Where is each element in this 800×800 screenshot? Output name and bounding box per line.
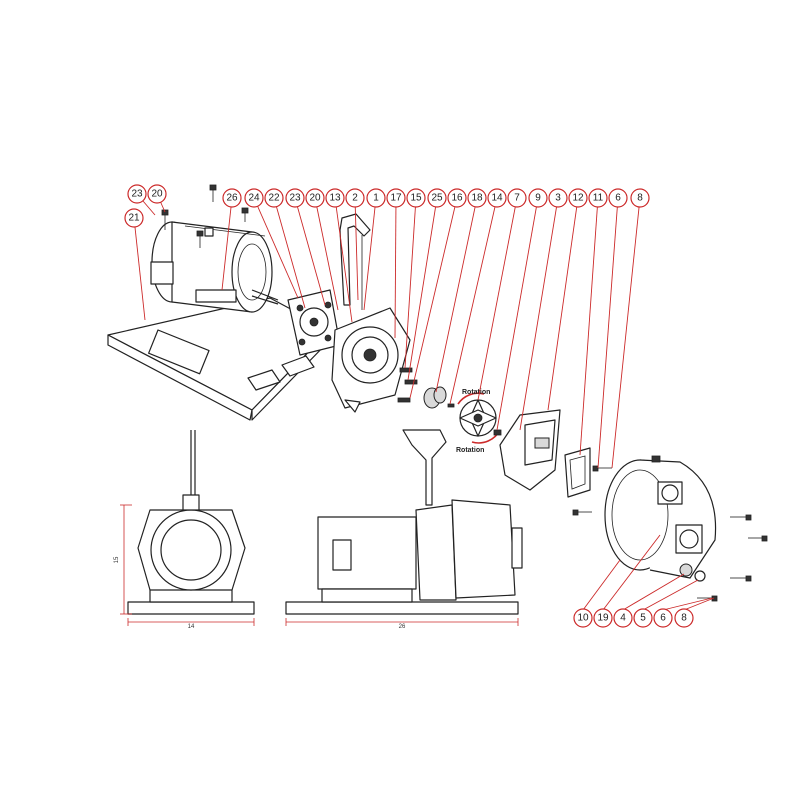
rotation-label-bottom: Rotation — [456, 447, 484, 454]
svg-text:17: 17 — [390, 193, 402, 204]
casing-bolts — [572, 465, 768, 602]
svg-text:19: 19 — [597, 613, 609, 624]
impeller: Rotation Rotation — [456, 389, 502, 454]
side-view-dimensions: 15 14 — [114, 504, 255, 630]
svg-text:4: 4 — [620, 613, 626, 624]
svg-text:20: 20 — [309, 193, 321, 204]
svg-text:13: 13 — [329, 193, 341, 204]
callout-11: 11 — [588, 188, 608, 208]
callout-10: 10 — [573, 608, 593, 628]
svg-text:2: 2 — [352, 193, 358, 204]
rotation-label-top: Rotation — [462, 389, 490, 396]
drain-plug — [679, 563, 706, 582]
callout-7: 7 — [507, 188, 527, 208]
callout-2: 2 — [345, 188, 365, 208]
svg-text:5: 5 — [640, 613, 646, 624]
callout-24: 24 — [244, 188, 264, 208]
svg-text:22: 22 — [268, 193, 280, 204]
callouts-top: 23 20 21 26 24 22 23 20 13 2 1 17 15 25 … — [124, 184, 650, 228]
callout-1: 1 — [366, 188, 386, 208]
svg-text:24: 24 — [248, 193, 260, 204]
svg-text:8: 8 — [681, 613, 687, 624]
callout-23-a: 23 — [127, 184, 147, 204]
callout-21: 21 — [124, 208, 144, 228]
pump-casing — [604, 455, 717, 579]
svg-text:20: 20 — [151, 189, 163, 200]
side-width-dimension: 14 — [188, 624, 195, 630]
seal-plate — [331, 307, 411, 413]
callout-20-b: 20 — [305, 188, 325, 208]
svg-text:15: 15 — [410, 193, 422, 204]
callout-3: 3 — [548, 188, 568, 208]
svg-text:6: 6 — [615, 193, 621, 204]
callout-23-b: 23 — [285, 188, 305, 208]
gasket — [564, 447, 591, 498]
callout-19: 19 — [593, 608, 613, 628]
pump-handle — [339, 213, 371, 310]
svg-text:23: 23 — [289, 193, 301, 204]
front-length-dimension: 26 — [399, 624, 406, 630]
callout-6-a: 6 — [608, 188, 628, 208]
callouts-bottom: 10 19 4 5 6 8 — [573, 608, 694, 628]
base-plate — [107, 297, 331, 421]
callout-6-b: 6 — [653, 608, 673, 628]
side-view — [127, 430, 255, 615]
callout-8-b: 8 — [674, 608, 694, 628]
callout-13: 13 — [325, 188, 345, 208]
callout-5: 5 — [633, 608, 653, 628]
leader-lines — [133, 193, 715, 611]
svg-text:8: 8 — [637, 193, 643, 204]
svg-text:25: 25 — [431, 193, 443, 204]
svg-text:7: 7 — [514, 193, 520, 204]
svg-text:6: 6 — [660, 613, 666, 624]
front-view — [285, 429, 523, 615]
svg-text:3: 3 — [555, 193, 561, 204]
callout-22: 22 — [264, 188, 284, 208]
svg-text:26: 26 — [226, 193, 238, 204]
callout-26: 26 — [222, 188, 242, 208]
svg-text:16: 16 — [451, 193, 463, 204]
callout-17: 17 — [386, 188, 406, 208]
callout-12: 12 — [568, 188, 588, 208]
callout-14: 14 — [487, 188, 507, 208]
svg-text:23: 23 — [131, 189, 143, 200]
svg-text:21: 21 — [128, 213, 140, 224]
svg-text:18: 18 — [471, 193, 483, 204]
adapter-bracket — [287, 289, 341, 356]
svg-text:10: 10 — [577, 613, 589, 624]
callout-25: 25 — [427, 188, 447, 208]
svg-text:14: 14 — [491, 193, 503, 204]
svg-text:9: 9 — [535, 193, 541, 204]
callout-15: 15 — [406, 188, 426, 208]
svg-text:11: 11 — [593, 193, 604, 204]
front-view-dimensions: 26 — [285, 618, 519, 630]
svg-text:12: 12 — [572, 193, 584, 204]
callout-16: 16 — [447, 188, 467, 208]
callout-18: 18 — [467, 188, 487, 208]
callout-8-a: 8 — [630, 188, 650, 208]
svg-text:1: 1 — [373, 193, 379, 204]
height-dimension: 15 — [114, 556, 120, 563]
seal-parts — [397, 367, 455, 409]
callout-9: 9 — [528, 188, 548, 208]
motor-bolts — [161, 184, 249, 248]
motor — [150, 221, 279, 313]
wear-plate — [499, 409, 561, 491]
callout-4: 4 — [613, 608, 633, 628]
callout-20-a: 20 — [147, 184, 167, 204]
